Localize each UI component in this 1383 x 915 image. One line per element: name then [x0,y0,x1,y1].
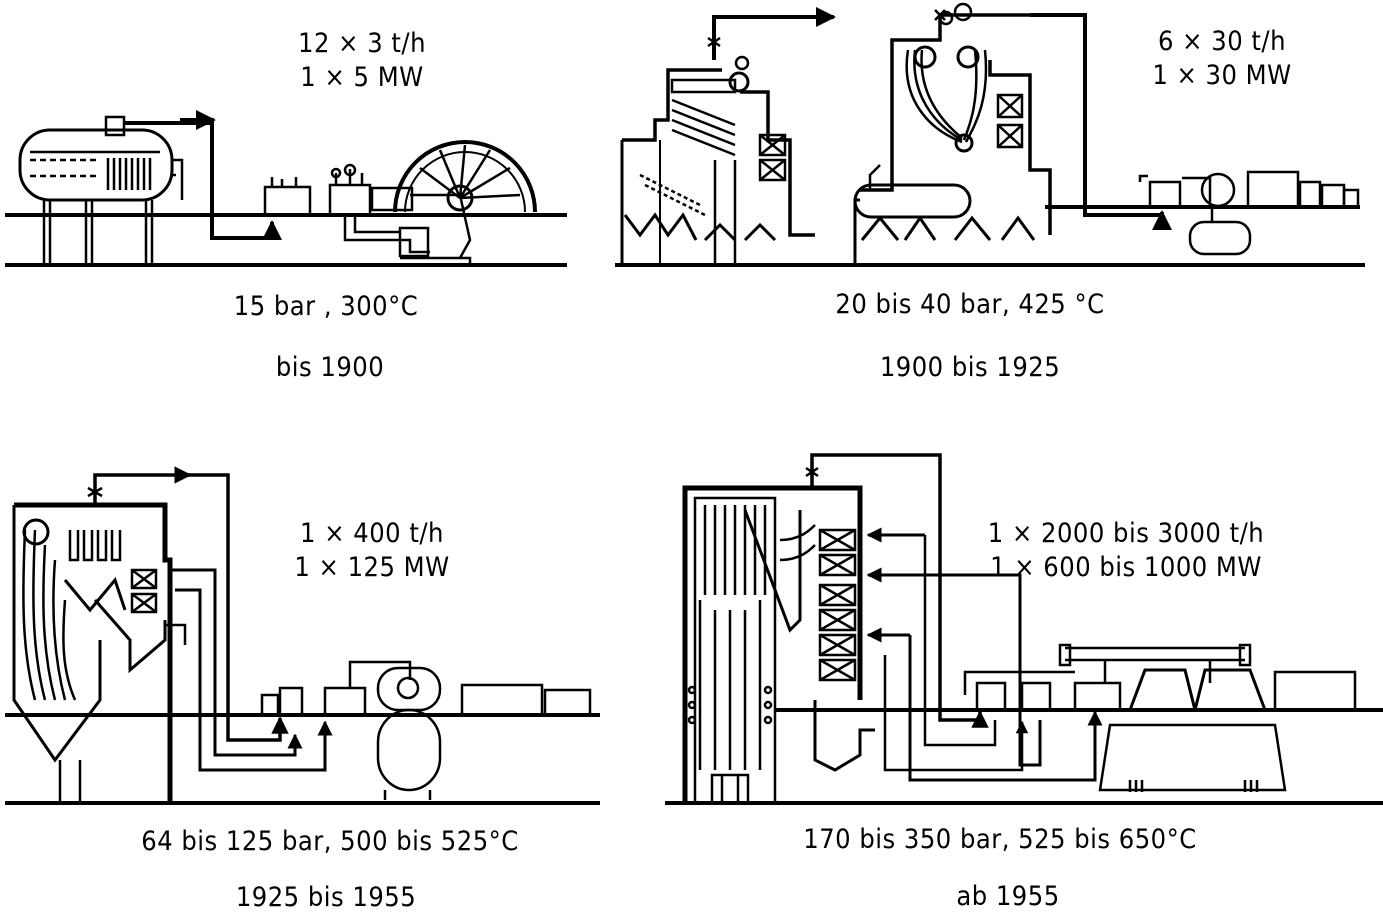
panel-2-capacity: 6 × 30 t/h 1 × 30 MW [1152,25,1291,93]
panel-2-steam-pipe [1030,13,1172,230]
panel-3-steam-outlet [93,466,192,505]
panel-1-drawing [5,110,567,267]
panel-1-support-columns [42,200,154,265]
panel-2-era: 1900 bis 1925 [879,352,1061,383]
panel-3-reheat-pipe [170,568,303,757]
panel-2-turbine-set [1138,170,1360,256]
panel-3-capacity: 1 × 400 t/h 1 × 125 MW [294,517,449,585]
panel-3-turbine-capacity: 1 × 125 MW [294,552,450,583]
panel-3-boiler-capacity: 1 × 400 t/h [300,518,444,549]
panel-3-reheat-pipe-2 [175,588,333,772]
panel-4-turbine-capacity: 1 × 600 bis 1000 MW [990,552,1262,583]
panel-2-steam-outlet [712,7,836,60]
panel-2-boiler-capacity: 6 × 30 t/h [1158,26,1286,57]
panel-1-turbine-capacity: 1 × 5 MW [300,62,424,93]
panel-4-boiler-capacity: 1 × 2000 bis 3000 t/h [987,518,1265,549]
panel-2-boiler-left [620,55,815,265]
panel-1-pumps [263,163,414,217]
panel-4-capacity: 1 × 2000 bis 3000 t/h 1 × 600 bis 1000 M… [988,517,1264,585]
panel-4-boiler [682,485,875,805]
panel-2-drawing [615,2,1365,267]
panel-3-boiler [12,502,187,803]
panel-2-steam-conditions: 20 bis 40 bar, 425 °C [835,289,1105,320]
panel-1-capacity: 12 × 3 t/h 1 × 5 MW [298,27,426,95]
panel-1-steam-engine-flywheel [393,140,537,259]
panel-2-turbine-capacity: 1 × 30 MW [1152,60,1292,91]
panel-1-shell-boiler [18,115,184,202]
panel-1-boiler-capacity: 12 × 3 t/h [298,28,426,59]
panel-4-turbine-set [963,643,1357,792]
panel-3-turbine-set [260,660,592,800]
panel-3-main-steam-pipe [180,473,289,742]
panel-4-drawing [665,453,1383,805]
panel-1-era: bis 1900 [275,352,385,383]
panel-4-era: ab 1955 [956,881,1060,912]
panel-1-steam-conditions: 15 bar , 300°C [233,291,419,322]
panel-4-steam-conditions: 170 bis 350 bar, 525 bis 650°C [803,824,1197,855]
panel-3-era: 1925 bis 1955 [235,882,417,913]
panel-3-drawing [5,466,600,805]
panel-2-boiler-right [853,2,1052,265]
panel-4-steam-outlet [810,453,989,728]
panel-1-steam-pipe [124,121,282,240]
panel-3-steam-conditions: 64 bis 125 bar, 500 bis 525°C [141,826,519,857]
panel-1-condenser [343,215,472,266]
